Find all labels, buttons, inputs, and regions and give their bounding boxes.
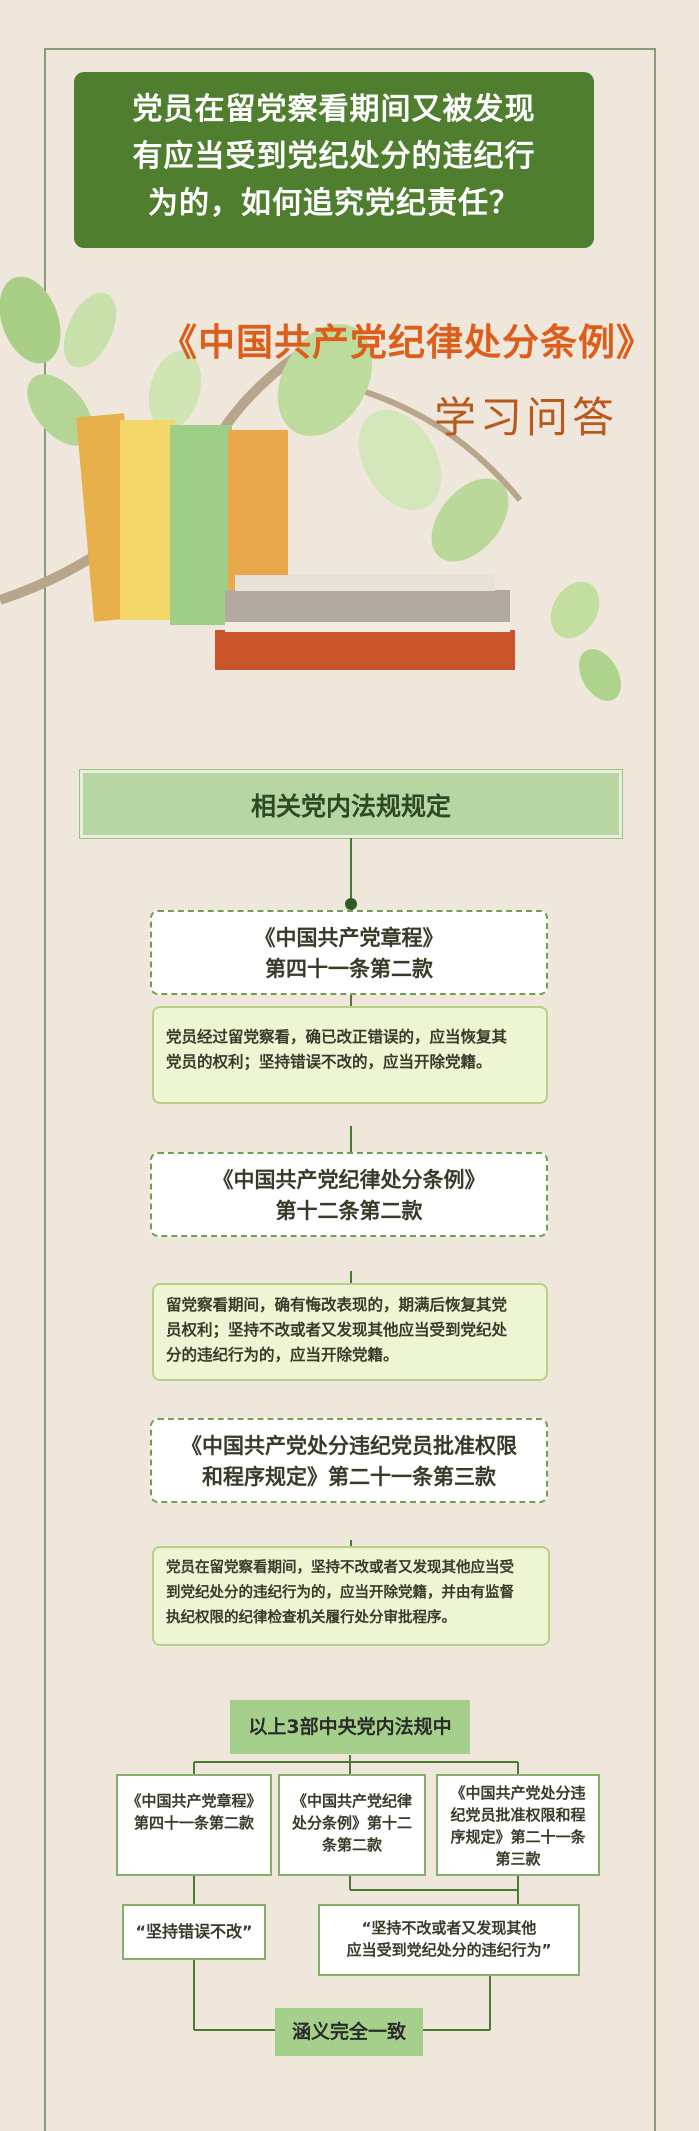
title-banner: 党员在留党察看期间又被发现 有应当受到党纪处分的违纪行 为的，如何追究党纪责任？	[74, 72, 594, 248]
connector-dot	[345, 898, 357, 910]
quote-box: “坚持不改或者又发现其他 应当受到党纪处分的违纪行为”	[318, 1904, 580, 1976]
rule-source-line: 第十二条第二款	[275, 1199, 423, 1223]
rule-note-line: 员权利；坚持不改或者又发现其他应当受到党纪处	[166, 1321, 508, 1339]
connector-line	[350, 1126, 352, 1176]
books-illustration	[0, 276, 621, 701]
rule-note-line: 执纪权限的纪律检查机关履行处分审批程序。	[166, 1610, 456, 1626]
rule-note-line: 到党纪处分的违纪行为的，应当开除党籍，并由有监督	[166, 1585, 514, 1601]
rule-source-line: 《中国共产党处分违纪党员批准权限	[181, 1434, 517, 1458]
qa-label: 学习问答	[434, 393, 619, 442]
rule-note: 党员在留党察看期间，坚持不改或者又发现其他应当受 到党纪处分的违纪行为的，应当开…	[152, 1546, 550, 1646]
quote-line: “坚持不改或者又发现其他	[361, 1919, 537, 1937]
page-frame	[44, 48, 656, 2131]
rule-note-line: 党员经过留党察看，确已改正错误的，应当恢复其	[166, 1028, 508, 1046]
subtitle: 《中国共产党纪律处分条例》	[160, 321, 654, 364]
summary-source-line: 第三款	[495, 1850, 541, 1868]
summary-source-line: 纪党员批准权限和程	[450, 1806, 586, 1824]
summary-source-box: 《中国共产党章程》 第四十一条第二款	[116, 1774, 272, 1876]
summary-source-line: 条第二款	[321, 1836, 382, 1854]
title-line: 为的，如何追究党纪责任？	[148, 186, 520, 221]
summary-source-line: 《中国共产党处分违	[450, 1784, 586, 1802]
summary-source-line: 处分条例》第十二	[291, 1814, 412, 1832]
rule-note-line: 分的违纪行为的，应当开除党籍。	[166, 1346, 399, 1364]
rule-source-box: 《中国共产党章程》 第四十一条第二款	[150, 910, 548, 995]
rule-note-line: 留党察看期间，确有悔改表现的，期满后恢复其党	[166, 1296, 508, 1314]
summary-header: 以上3部中央党内法规中	[230, 1700, 470, 1754]
rule-source-box: 《中国共产党纪律处分条例》 第十二条第二款	[150, 1152, 548, 1237]
title-line: 有应当受到党纪处分的违纪行	[132, 139, 536, 174]
conclusion-badge: 涵义完全一致	[275, 2008, 423, 2056]
quote-box: “坚持错误不改”	[122, 1904, 266, 1960]
rule-note: 党员经过留党察看，确已改正错误的，应当恢复其 党员的权利；坚持错误不改的，应当开…	[152, 1006, 548, 1104]
rule-source-box: 《中国共产党处分违纪党员批准权限 和程序规定》第二十一条第三款	[150, 1418, 548, 1503]
rule-note-line: 党员在留党察看期间，坚持不改或者又发现其他应当受	[166, 1560, 514, 1576]
summary-source-box: 《中国共产党处分违 纪党员批准权限和程 序规定》第二十一条 第三款	[436, 1774, 600, 1876]
rule-note: 留党察看期间，确有悔改表现的，期满后恢复其党 员权利；坚持不改或者又发现其他应当…	[152, 1283, 548, 1381]
rule-source-line: 和程序规定》第二十一条第三款	[202, 1465, 496, 1489]
rule-source-line: 第四十一条第二款	[265, 957, 433, 981]
title-line: 党员在留党察看期间又被发现	[132, 92, 536, 127]
summary-source-box: 《中国共产党纪律 处分条例》第十二 条第二款	[278, 1774, 426, 1876]
summary-source-line: 《中国共产党纪律	[291, 1792, 412, 1810]
connector-line	[350, 838, 352, 906]
quote-line: 应当受到党纪处分的违纪行为”	[346, 1941, 552, 1959]
summary-source-line: 第四十一条第二款	[133, 1814, 254, 1832]
section-header: 相关党内法规规定	[80, 770, 622, 838]
rule-source-line: 《中国共产党纪律处分条例》	[212, 1168, 486, 1192]
rule-source-line: 《中国共产党章程》	[254, 926, 444, 950]
summary-source-line: 序规定》第二十一条	[450, 1828, 586, 1846]
summary-source-line: 《中国共产党章程》	[126, 1792, 262, 1810]
rule-note-line: 党员的权利；坚持错误不改的，应当开除党籍。	[166, 1053, 492, 1071]
